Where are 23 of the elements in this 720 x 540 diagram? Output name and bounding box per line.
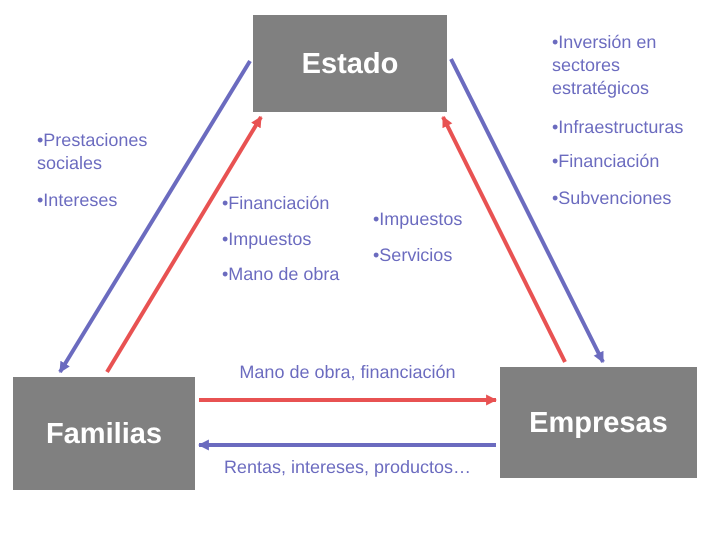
sector-box (253, 15, 447, 112)
flow-arrow (199, 394, 498, 406)
flow-arrow (198, 440, 496, 450)
flow-item: •Intereses (37, 189, 118, 212)
flow-item: •Prestaciones sociales (37, 129, 148, 175)
sector-name: Familias (46, 416, 162, 450)
flow-item: •Subvenciones (552, 187, 672, 210)
sector-box (13, 377, 195, 490)
flow-item: •Impuestos (373, 208, 464, 231)
flow-item: •Servicios (373, 244, 454, 267)
flow-item: •Financiación (222, 192, 330, 215)
flow-arrow (58, 60, 252, 374)
flow-item: •Impuestos (222, 228, 312, 251)
flow-item: •Financiación (552, 150, 660, 173)
flow-arrow (105, 116, 263, 374)
sector-name: Empresas (529, 406, 668, 440)
flow-item: •Mano de obra (222, 263, 340, 286)
flow-item: •Infraestructuras (552, 116, 684, 139)
sector-box (500, 367, 697, 478)
flow-arrow (441, 116, 567, 363)
flow-item: •Inversión en sectores estratégicos (552, 31, 658, 100)
flow-arrow (449, 58, 605, 363)
sector-name: Estado (302, 46, 398, 80)
